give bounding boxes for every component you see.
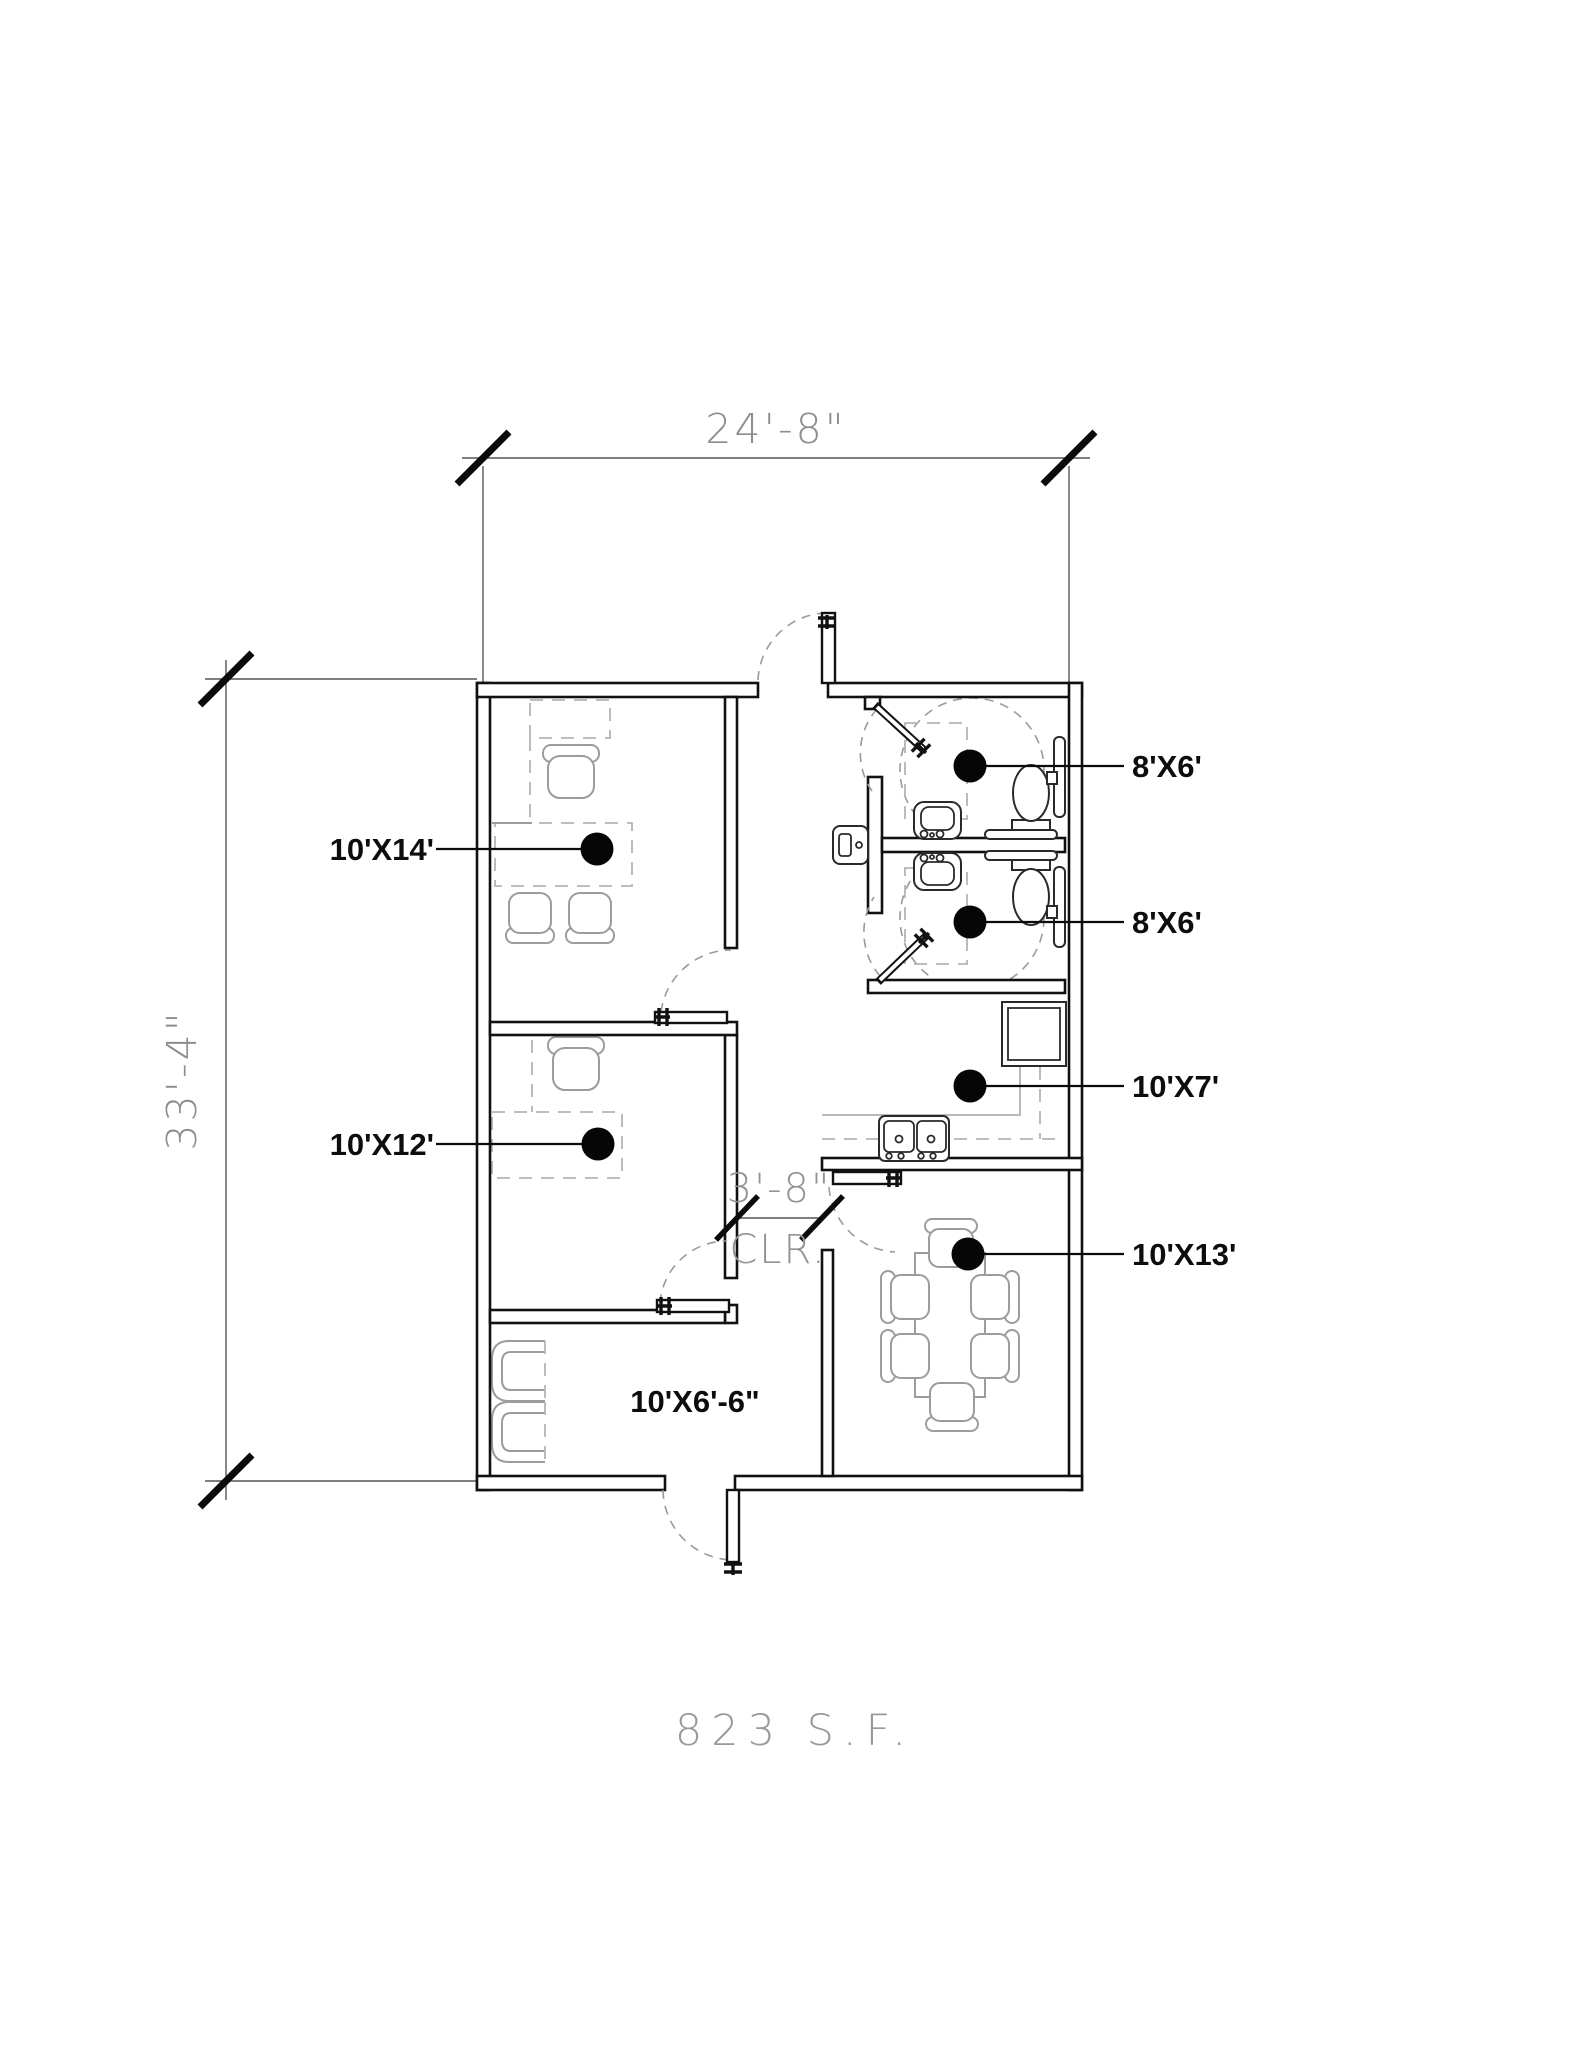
office-chair-icon [547,1036,605,1091]
conference-chair-icon [880,1270,930,1324]
wall-hall-upper [723,695,739,950]
door-leaf [725,1488,741,1564]
callout-dot [580,832,614,866]
dim-tick [799,1194,845,1242]
room-label-hall: 10'X7' [1132,1069,1219,1104]
door-hinge-icon [658,1297,672,1315]
dim-tick [714,1194,760,1242]
toilet-bowl-icon [1012,764,1050,822]
wall-wet-column [866,775,884,915]
wall-plumbing [880,836,1067,854]
callout-dot [581,1127,615,1161]
clearance-value-text: 3'-8" [727,1166,832,1212]
room-label-restroom-2: 8'X6' [1132,905,1202,940]
room-labels: 10'X14' 10'X12' 8'X6' 8'X6' 10'X7' 10'X1… [330,749,1237,1419]
door-swing-arc [660,949,732,1013]
dimension-width: 24'-8" [454,405,1098,683]
desk-outline [494,822,633,887]
dimension-height-text: 33'-4" [158,1009,206,1150]
grab-bar-icon [984,829,1058,840]
dim-tick [1040,429,1098,487]
dim-tick [454,429,512,487]
room-label-conference: 10'X13' [1132,1237,1236,1272]
door-leaf [831,1170,903,1186]
room-label-office-1: 10'X14' [330,832,434,867]
dimension-clearance: 3'-8" CLR. [714,1166,845,1273]
callouts [436,749,1124,1271]
room-label-office-2: 10'X12' [330,1127,434,1162]
conference-chair-icon [880,1329,930,1383]
dimension-height: 33'-4" [158,650,477,1510]
door-leaf [653,1010,729,1025]
door-leaf [655,1298,731,1314]
wall-exterior-bottom-left [475,1474,667,1492]
wall-conference-west [820,1248,835,1478]
dim-tick [197,1452,255,1510]
dimension-width-text: 24'-8" [705,405,846,453]
door-hinge-icon [818,615,836,629]
guest-chair-icon [565,892,615,944]
room-label-reception: 10'X6'-6" [630,1384,759,1419]
room-label-restroom-1: 8'X6' [1132,749,1202,784]
doors [653,611,935,1575]
grab-bar-mount [1046,771,1058,785]
toilet-bowl-icon [1012,868,1050,926]
office-chair-icon [542,744,600,799]
wall-exterior-top-left [475,681,760,699]
wall-restroom-south [866,978,1067,995]
wall-conference-north [820,1156,1084,1172]
guest-chair-icon [505,892,555,944]
walls [475,681,1084,1492]
grab-bar-icon [984,850,1058,861]
wall-corridor [488,1308,727,1325]
wall-office-divider [488,1020,739,1037]
door-hinge-icon [656,1008,670,1026]
conference-chair-icon [925,1382,979,1432]
dim-tick [197,650,255,708]
callout-dot [951,1237,985,1271]
grab-bar-mount [1046,905,1058,919]
door-hinge-icon [724,1561,742,1575]
fixtures [832,736,1067,1162]
clearance-unit-text: CLR. [729,1227,826,1273]
lounge-chair-icon [491,1401,546,1463]
wall-exterior-bottom-right [733,1474,1084,1492]
desk-outline [529,699,611,739]
area-label: 823 S.F. [675,1706,915,1756]
wall-exterior-left [475,681,492,1492]
lounge-chair-icon [491,1340,546,1402]
door-leaf [820,611,837,685]
callout-dot [953,1069,987,1103]
callout-dot [953,749,987,783]
conference-chair-icon [970,1270,1020,1324]
door-swing-arc [757,612,829,681]
conference-chair-icon [970,1329,1020,1383]
door-swing-arc [659,1240,728,1304]
closet-box [1001,1001,1067,1067]
wall-exterior-top-right [826,681,1084,699]
callout-dot [953,905,987,939]
door-hinge-icon [913,927,935,949]
door-swing-arc [662,1489,734,1561]
door-hinge-icon [886,1169,900,1187]
door-swing-arc [828,1186,896,1253]
door-hinge-icon [910,737,932,759]
